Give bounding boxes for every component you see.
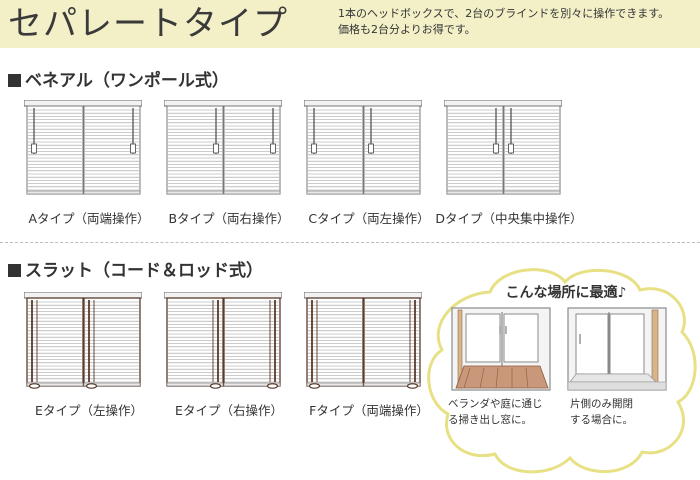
- section-heading-slat: スラット（コード＆ロッド式）: [8, 256, 263, 281]
- intro-line-2: 価格も2台分よりお得です。: [338, 23, 476, 36]
- product-label-c: Cタイプ（両左操作）: [308, 211, 430, 226]
- intro-text: 1本のヘッドボックスで、2台のブラインドを別々に操作できます。 価格も2台分より…: [338, 6, 698, 38]
- header-banner: セパレートタイプ 1本のヘッドボックスで、2台のブラインドを別々に操作できます。…: [0, 0, 700, 48]
- product-label-f: Fタイプ（両端操作）: [309, 403, 429, 418]
- product-type-f[interactable]: Fタイプ（両端操作）: [298, 292, 438, 432]
- balcony-note: ベランダや庭に通じ る掃き出し窓に。: [448, 396, 558, 428]
- blind-illustration-d: [444, 100, 562, 195]
- balcony-note-line-2: る掃き出し窓に。: [448, 414, 532, 426]
- blind-illustration-e-left: [24, 292, 142, 389]
- callout-title: こんな場所に最適♪: [505, 285, 627, 301]
- product-label-d: Dタイプ（中央集中操作）: [435, 211, 583, 226]
- blind-illustration-b: [164, 100, 282, 195]
- product-label-a: Aタイプ（両端操作）: [28, 211, 150, 226]
- blind-illustration-a: [24, 100, 142, 195]
- section-heading-beneal: ベネアル（ワンポール式）: [8, 66, 229, 91]
- side-window-note-line-1: 片側のみ開閉: [570, 398, 633, 410]
- product-type-b[interactable]: Bタイプ（両右操作）: [158, 100, 298, 240]
- side-window-illustration: [567, 307, 667, 391]
- square-bullet-icon: [8, 264, 21, 277]
- product-type-e-left[interactable]: Eタイプ（左操作）: [18, 292, 158, 432]
- product-type-e-right[interactable]: Eタイプ（右操作）: [158, 292, 298, 432]
- product-type-a[interactable]: Aタイプ（両端操作）: [18, 100, 158, 240]
- recommendation-callout: こんな場所に最適♪ ベランダや庭に通じ る掃き出し窓に。 片側のみ開閉 する場合…: [420, 262, 700, 480]
- side-window-note-line-2: する場合に。: [570, 414, 633, 426]
- blind-illustration-e-right: [164, 292, 282, 389]
- blind-illustration-f: [304, 292, 422, 389]
- balcony-door-illustration: [451, 307, 551, 391]
- section-divider: [0, 242, 700, 243]
- balcony-note-line-1: ベランダや庭に通じ: [448, 398, 543, 410]
- page-title: セパレートタイプ: [8, 4, 288, 44]
- product-label-e-right: Eタイプ（右操作）: [175, 403, 283, 418]
- product-type-c[interactable]: Cタイプ（両左操作）: [298, 100, 438, 240]
- intro-line-1: 1本のヘッドボックスで、2台のブラインドを別々に操作できます。: [338, 7, 670, 20]
- product-label-b: Bタイプ（両右操作）: [168, 211, 290, 226]
- blind-illustration-c: [304, 100, 422, 195]
- product-label-e-left: Eタイプ（左操作）: [35, 403, 143, 418]
- side-window-note: 片側のみ開閉 する場合に。: [570, 396, 680, 428]
- product-type-d[interactable]: Dタイプ（中央集中操作）: [435, 100, 583, 240]
- square-bullet-icon: [8, 74, 21, 87]
